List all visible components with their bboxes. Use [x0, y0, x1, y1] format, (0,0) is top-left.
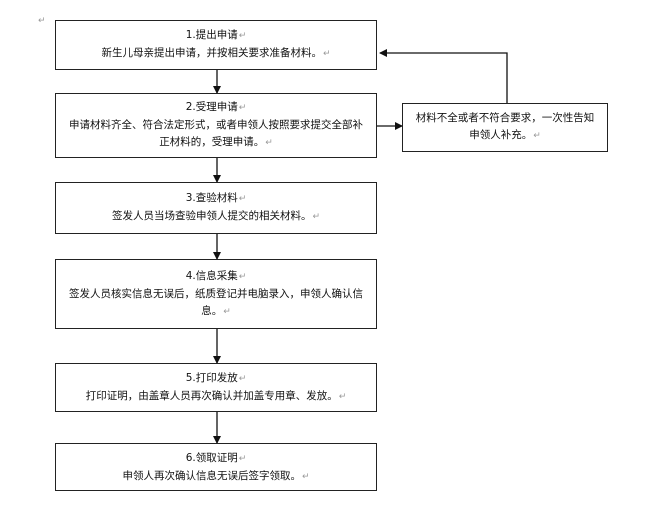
step-body: 息。 — [201, 305, 223, 317]
step-body: 申请材料齐全、符合法定形式，或者申领人按照要求提交全部补 — [69, 119, 363, 131]
side-body: 材料不全或者不符合要求，一次性告知 — [415, 112, 595, 124]
side-box: 材料不全或者不符合要求，一次性告知 申领人补充。↵ — [402, 103, 608, 152]
step-title: 4.信息采集 — [185, 270, 238, 282]
step-body: 新生儿母亲提出申请，并按相关要求准备材料。 — [101, 47, 322, 59]
step-body: 签发人员当场查验申领人提交的相关材料。 — [111, 210, 312, 222]
arrow-side-1 — [379, 49, 508, 103]
step-2-box: 2.受理申请↵ 申请材料齐全、符合法定形式，或者申领人按照要求提交全部补 正材料… — [55, 93, 377, 158]
step-title: 3.查验材料 — [185, 192, 238, 204]
step-title: 5.打印发放 — [185, 372, 238, 384]
side-body: 申领人补充。 — [469, 129, 533, 141]
step-5-box: 5.打印发放↵ 打印证明，由盖章人员再次确认并加盖专用章、发放。↵ — [55, 363, 377, 412]
step-title: 6.领取证明 — [185, 452, 238, 464]
step-body: 打印证明，由盖章人员再次确认并加盖专用章、发放。 — [85, 390, 338, 402]
step-title: 2.受理申请 — [185, 101, 238, 113]
paragraph-mark: ↵ — [38, 16, 46, 26]
step-4-box: 4.信息采集↵ 签发人员核实信息无误后，纸质登记并电脑录入，申领人确认信 息。↵ — [55, 259, 377, 329]
step-6-box: 6.领取证明↵ 申领人再次确认信息无误后签字领取。↵ — [55, 443, 377, 491]
step-body: 申领人再次确认信息无误后签字领取。 — [122, 470, 301, 482]
step-3-box: 3.查验材料↵ 签发人员当场查验申领人提交的相关材料。↵ — [55, 182, 377, 234]
step-body: 正材料的，受理申请。 — [159, 136, 265, 148]
step-body: 签发人员核实信息无误后，纸质登记并电脑录入，申领人确认信 — [69, 288, 363, 300]
step-1-box: 1.提出申请↵ 新生儿母亲提出申请，并按相关要求准备材料。↵ — [55, 20, 377, 70]
step-title: 1.提出申请 — [185, 29, 238, 41]
